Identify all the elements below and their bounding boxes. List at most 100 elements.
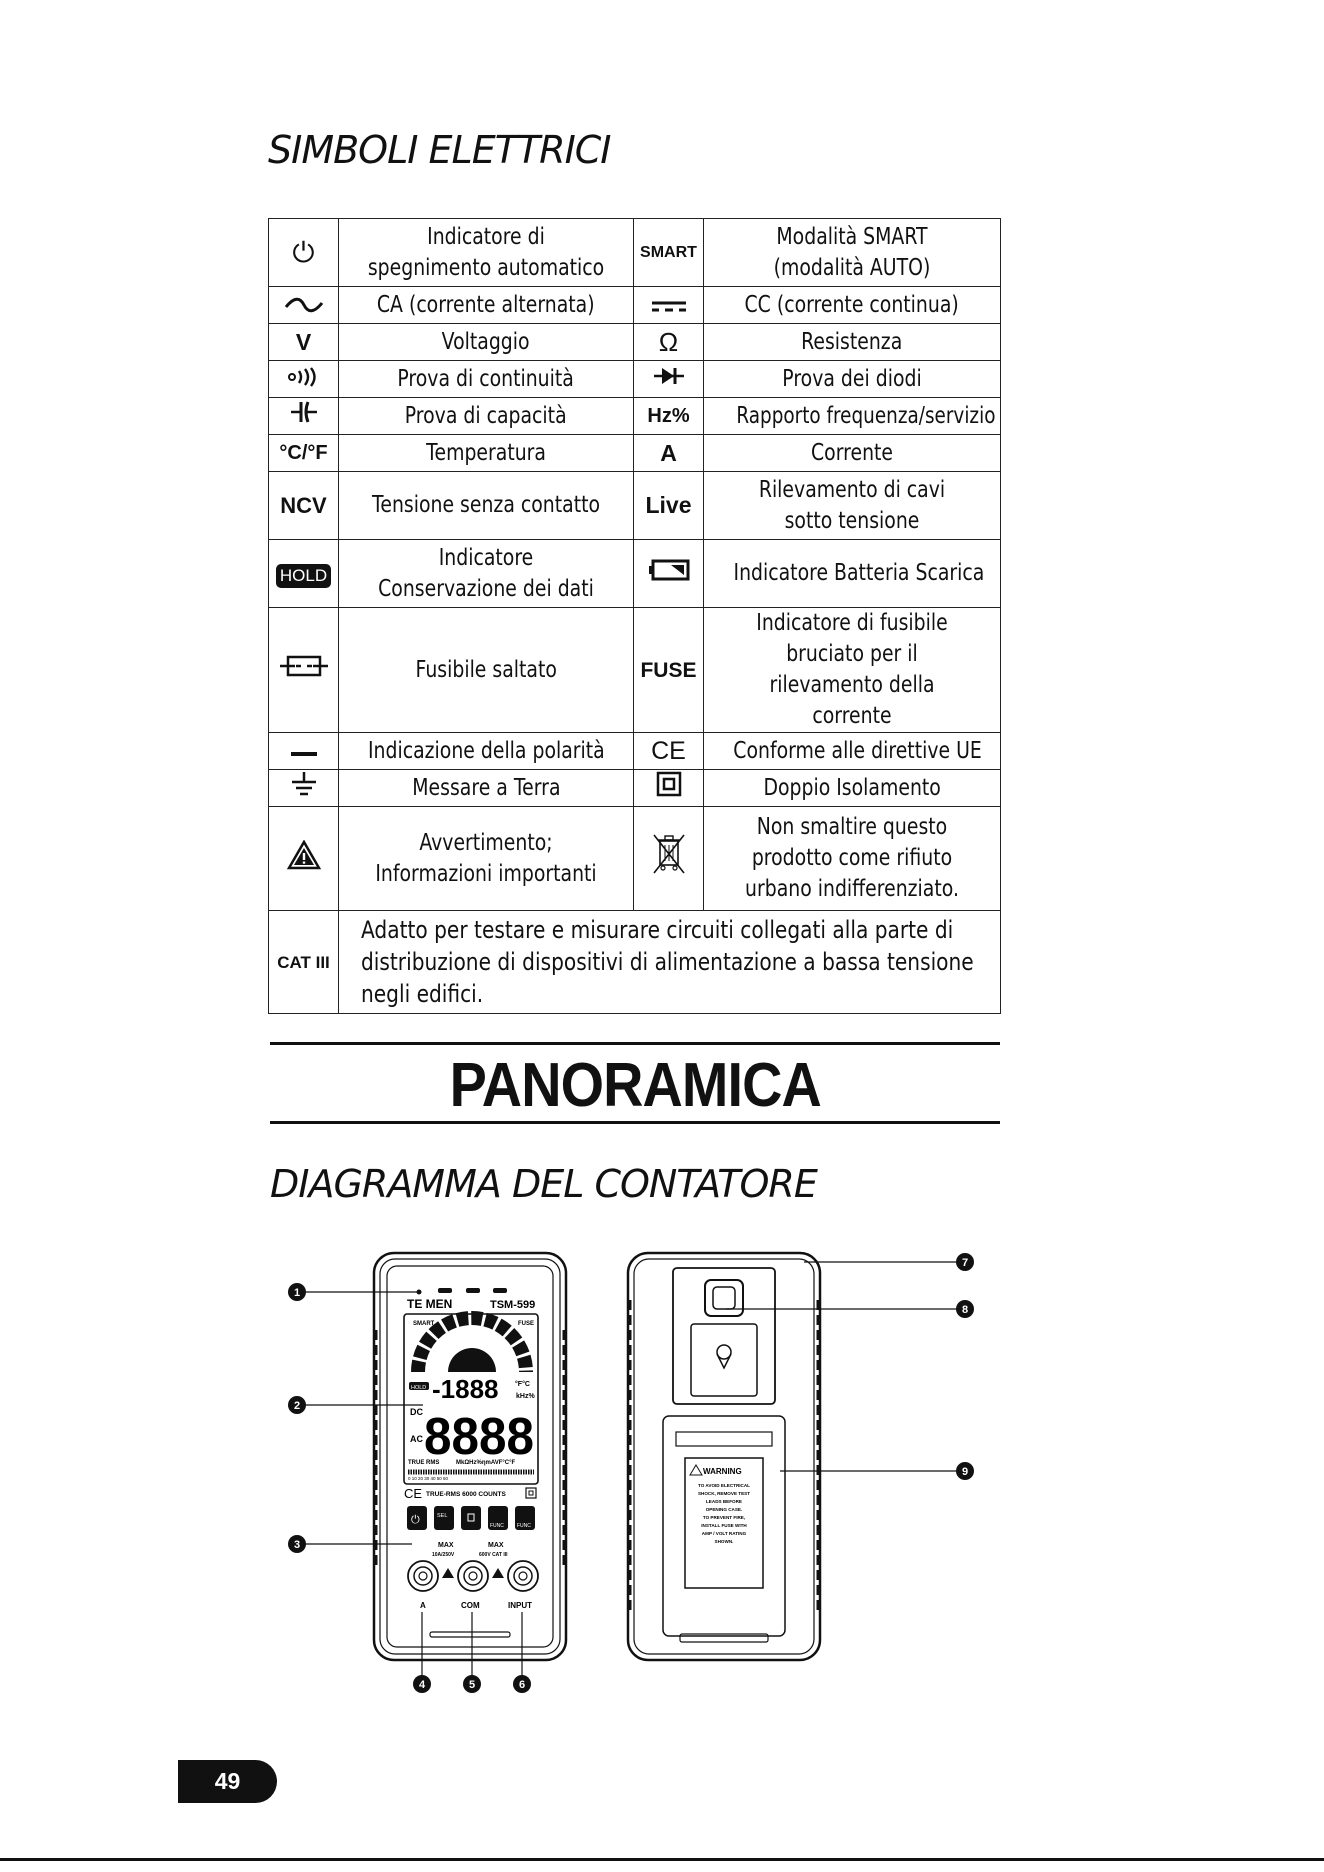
smart-icon: SMART [633,218,704,287]
callout-2: 2 [294,1400,300,1412]
fuse-text-icon: FUSE [633,607,704,733]
svg-text:10A/250V: 10A/250V [432,1552,455,1558]
svg-text:SHOCK, REMOVE TEST: SHOCK, REMOVE TEST [698,1491,750,1496]
symbol-desc: Tensione senza contatto [371,492,601,518]
cat-desc: Adatto per testare e misurare circuiti c… [361,916,974,1008]
table-row: Indicazione della polarità CE Conforme a… [268,732,1001,770]
diagram-title: DIAGRAMMA DEL CONTATORE [270,1162,818,1206]
symbol-desc: Indicatore Batteria Scarica [733,560,985,586]
symbol-desc: Rilevamento di cavi sotto tensione [758,476,946,534]
symbol-desc: Doppio Isolamento [763,774,941,801]
polarity-icon [268,732,339,770]
model-text: TSM-599 [490,1299,535,1311]
symbol-desc: Messare a Terra [411,774,561,801]
table-row: Prova di capacità Hz% Rapporto frequenza… [268,397,1001,435]
temperature-icon: °C/°F [268,434,339,472]
capacitor-icon [268,397,339,435]
svg-text:AMP / VOLT RATING: AMP / VOLT RATING [702,1531,747,1536]
svg-text:kHz%: kHz% [516,1393,535,1400]
meter-diagram: TE MEN TSM-599 SMART FUSE HOLD -1888 °F°… [288,1251,974,1693]
dc-icon [633,286,704,324]
svg-text:MAX: MAX [488,1542,504,1549]
symbol-desc: Resistenza [801,328,903,355]
svg-text:0 10 20 30 40 50 60: 0 10 20 30 40 50 60 [408,1476,449,1481]
callout-1: 1 [294,1287,300,1299]
svg-text:FUNC: FUNC [517,1523,531,1529]
svg-text:SMART: SMART [413,1321,435,1327]
table-row: HOLD Indicatore Conservazione dei dati I… [268,539,1001,608]
continuity-icon [268,360,339,398]
frequency-duty-icon: Hz% [633,397,704,435]
svg-text:SHOWN.: SHOWN. [715,1539,734,1544]
table-row: CAT III Adatto per testare e misurare ci… [268,910,1001,1014]
ground-icon [268,769,339,807]
svg-text:OPENING CASE.: OPENING CASE. [706,1507,743,1512]
callout-3: 3 [294,1539,300,1551]
svg-text:INSTALL FUSE WITH: INSTALL FUSE WITH [701,1523,747,1528]
table-row: ⏻ Indicatore di spegnimento automatico S… [268,218,1001,287]
symbol-desc: Indicatore di fusibile bruciato per il r… [756,610,948,729]
table-row: NCV Tensione senza contatto Live Rilevam… [268,471,1001,540]
warning-icon [268,806,339,911]
table-row: Avvertimento; Informazioni importanti No… [268,806,1001,911]
svg-text:AC: AC [410,1434,423,1444]
callout-8: 8 [962,1304,968,1316]
page-number: 49 [178,1760,277,1803]
divider [270,1121,1000,1124]
symbol-desc: Voltaggio [442,328,530,355]
table-row: Messare a Terra Doppio Isolamento [268,769,1001,807]
table-row: Fusibile saltato FUSE Indicatore di fusi… [268,607,1001,733]
warning-title: WARNING [703,1467,742,1476]
table-row: °C/°F Temperatura A Corrente [268,434,1001,472]
section-title-symbols: SIMBOLI ELETTRICI [268,128,612,172]
table-row: Prova di continuità Prova dei diodi [268,360,1001,398]
double-insulation-icon [633,769,704,807]
meter-front: TE MEN TSM-599 SMART FUSE HOLD -1888 °F°… [372,1251,568,1662]
input-jacks [407,1560,539,1592]
ce-icon: CE [633,732,704,770]
callout-5: 5 [469,1679,475,1691]
svg-text:HOLD: HOLD [411,1385,426,1391]
auto-power-off-icon: ⏻ [268,218,339,287]
callout-9: 9 [962,1466,968,1478]
svg-text:CE: CE [404,1486,422,1501]
divider [270,1042,1000,1045]
main-digits: 8888 [424,1408,534,1466]
footer-rule [0,1858,1324,1861]
cat-iii-icon: CAT III [268,910,339,1014]
svg-text:TRUE RMS: TRUE RMS [408,1460,439,1466]
svg-text:SEL: SEL [437,1513,447,1519]
table-row: CA (corrente alternata) CC (corrente con… [268,286,1001,324]
symbol-desc: CA (corrente alternata) [377,291,595,318]
callout-7: 7 [962,1257,968,1269]
symbol-desc: Indicatore di spegnimento automatico [367,223,605,281]
symbol-desc: Corrente [810,439,894,466]
front-buttons: ⏻ SEL FUNC FUNC [407,1506,535,1530]
symbol-desc: Prova di capacità [405,402,567,429]
svg-text:TO PREVENT FIRE,: TO PREVENT FIRE, [703,1515,745,1520]
svg-text:MAX: MAX [438,1542,454,1549]
svg-text:MkΩHz%ηmAVF°C°F: MkΩHz%ηmAVF°C°F [456,1460,516,1466]
symbol-desc: CC (corrente continua) [744,291,960,318]
svg-text:TRUE-RMS 6000 COUNTS: TRUE-RMS 6000 COUNTS [426,1491,506,1498]
symbol-desc: Conforme alle direttive UE [733,737,982,764]
diode-icon [633,360,704,398]
voltage-icon: V [268,323,339,361]
callout-markers: 1 2 3 4 5 6 7 8 9 [288,1253,974,1693]
svg-text:600V CAT III: 600V CAT III [479,1552,508,1558]
symbol-desc: Modalità SMART (modalità AUTO) [773,223,931,281]
svg-text:INPUT: INPUT [508,1601,532,1610]
symbol-desc: Temperatura [426,439,546,466]
callout-leaders [302,1261,965,1680]
svg-text:TO AVOID ELECTRICAL: TO AVOID ELECTRICAL [698,1483,750,1488]
weee-bin-icon [633,806,704,911]
battery-low-icon [633,539,704,608]
svg-text:FUNC: FUNC [490,1523,504,1529]
table-row: V Voltaggio Ω Resistenza [268,323,1001,361]
blown-fuse-icon [268,607,339,733]
svg-text:LEADS BEFORE: LEADS BEFORE [706,1499,742,1504]
svg-text:A: A [420,1601,426,1610]
svg-text:COM: COM [461,1601,480,1610]
current-icon: A [633,434,704,472]
hold-icon: HOLD [268,539,339,608]
